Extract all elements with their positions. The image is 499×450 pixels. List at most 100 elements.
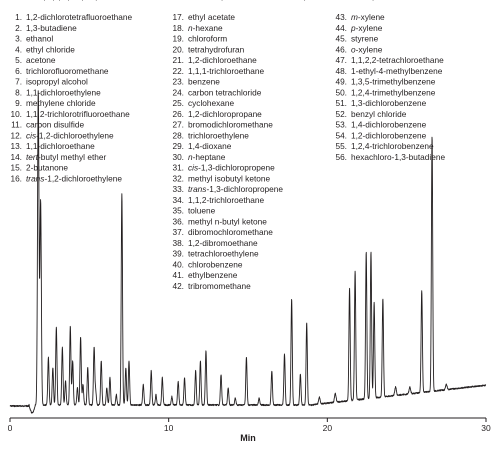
legend-compound-name: ethanol: [26, 34, 53, 44]
peak-label: 56: [426, 0, 434, 2]
peak-label: 46,47: [296, 0, 314, 2]
legend-compound-name: cis-1,3-dichloropropene: [188, 163, 275, 173]
legend-number: 37.: [172, 227, 184, 237]
legend-compound-name: ethylbenzene: [188, 270, 238, 280]
peak-label: 13,14: [74, 0, 92, 2]
legend-number: 39.: [172, 249, 184, 259]
legend-compound-name: m-xylene: [351, 12, 385, 22]
peak-label: 17,18: [87, 0, 105, 2]
legend-compound-name: 1,1-dichloroethane: [26, 141, 95, 151]
peak-label: 34: [198, 0, 206, 2]
peak-label: 35: [204, 0, 212, 2]
legend-compound-name: ethyl chloride: [26, 44, 75, 54]
legend-number: 4.: [15, 44, 22, 54]
legend-compound-name: 1-ethyl-4-methylbenzene: [351, 66, 443, 76]
legend-number: 54.: [335, 130, 347, 140]
x-tick-label: 10: [164, 423, 174, 433]
legend-compound-name: styrene: [351, 34, 379, 44]
legend-compound-name: 1,3-dichlorobenzene: [351, 98, 427, 108]
legend-number: 9.: [15, 98, 22, 108]
legend-number: 8.: [15, 87, 22, 97]
peak-label: 50: [358, 0, 366, 2]
legend-number: 25.: [172, 98, 184, 108]
legend-compound-name: 1,2-dichloropropane: [188, 109, 262, 119]
legend-compound-name: trichloroethylene: [188, 130, 249, 140]
x-tick-label: 30: [481, 423, 491, 433]
legend-number: 26.: [172, 109, 184, 119]
legend-number: 17.: [172, 12, 184, 22]
peak-label: 20: [89, 0, 97, 2]
legend-compound-name: trichlorofluoromethane: [26, 66, 109, 76]
legend-number: 14.: [10, 152, 22, 162]
peak-label: 39: [242, 0, 250, 2]
peak-label: 38: [222, 0, 230, 2]
legend-number: 43.: [335, 12, 347, 22]
legend-compound-name: ethyl acetate: [188, 12, 235, 22]
legend-number: 47.: [335, 55, 347, 65]
legend-number: 49.: [335, 77, 347, 87]
legend-compound-name: 1,1,2-trichlorotrifluoroethane: [26, 109, 130, 119]
legend-number: 27.: [172, 120, 184, 130]
legend-number: 20.: [172, 44, 184, 54]
x-tick-label: 20: [323, 423, 333, 433]
peak-label: 23: [120, 0, 128, 2]
peak-label: 2: [41, 0, 45, 2]
legend-compound-name: toluene: [188, 206, 216, 216]
legend-number: 46.: [335, 44, 347, 54]
legend-number: 36.: [172, 216, 184, 226]
legend-compound-name: cis-1,2-dichloroethylene: [26, 130, 114, 140]
legend-number: 41.: [172, 270, 184, 280]
legend-number: 38.: [172, 238, 184, 248]
legend-number: 22.: [172, 66, 184, 76]
peak-labels: 123,456,78,910,11121513,141617,181920212…: [38, 0, 434, 2]
legend-number: 23.: [172, 77, 184, 87]
legend-number: 31.: [172, 163, 184, 173]
peak-label: 53: [372, 0, 380, 2]
legend-compound-name: n-hexane: [188, 23, 223, 33]
peak-label: 54: [382, 0, 390, 2]
legend-compound-name: 1,2-dichlorotetrafluoroethane: [26, 12, 132, 22]
legend-compound-name: isopropyl alcohol: [26, 77, 88, 87]
legend-compound-name: chlorobenzene: [188, 259, 243, 269]
peak-label: 3,4: [40, 0, 50, 2]
legend-compound-name: 1,2-dibromoethane: [188, 238, 258, 248]
legend-compound-name: o-xylene: [351, 44, 383, 54]
x-axis-title: Min: [240, 433, 256, 443]
legend-compound-name: tetrachloroethylene: [188, 249, 259, 259]
legend-number: 16.: [10, 173, 22, 183]
legend-number: 1.: [15, 12, 22, 22]
legend-number: 24.: [172, 87, 184, 97]
peak-label: 31: [171, 0, 179, 2]
peak-label: 5: [47, 0, 51, 2]
legend-number: 42.: [172, 281, 184, 291]
compound-legend: 1. 1,2-dichlorotetrafluoroethane 2. 1,3-but…: [10, 12, 445, 291]
legend-compound-name: 1,3-butadiene: [26, 23, 77, 33]
peak-label: 15: [76, 0, 84, 2]
legend-compound-name: 1,2,4-trichlorobenzene: [351, 141, 434, 151]
legend-number: 19.: [172, 34, 184, 44]
legend-number: 30.: [172, 152, 184, 162]
legend-compound-name: 1,2,4-trimethylbenzene: [351, 87, 436, 97]
legend-number: 6.: [15, 66, 22, 76]
x-tick-label: 0: [8, 423, 13, 433]
legend-compound-name: 1,2-dichlorobenzene: [351, 130, 427, 140]
legend-number: 18.: [172, 23, 184, 33]
legend-compound-name: 2-butanone: [26, 163, 68, 173]
legend-compound-name: 1,1,1-trichloroethane: [188, 66, 264, 76]
peak-label: 27-29: [143, 0, 161, 2]
peak-label: 45: [295, 0, 303, 2]
legend-number: 11.: [11, 120, 22, 130]
legend-compound-name: cyclohexane: [188, 98, 235, 108]
legend-number: 3.: [15, 34, 22, 44]
peak-label: 33: [190, 0, 198, 2]
peak-label: 19: [100, 0, 108, 2]
legend-number: 21.: [172, 55, 184, 65]
legend-number: 2.: [15, 23, 22, 33]
peak-label: 16: [86, 0, 94, 2]
x-axis-ticks: 0 10 20 30: [8, 418, 491, 433]
peak-label: 30: [157, 0, 165, 2]
peak-label: 42-44: [280, 0, 298, 2]
peak-label: 49: [347, 0, 355, 2]
